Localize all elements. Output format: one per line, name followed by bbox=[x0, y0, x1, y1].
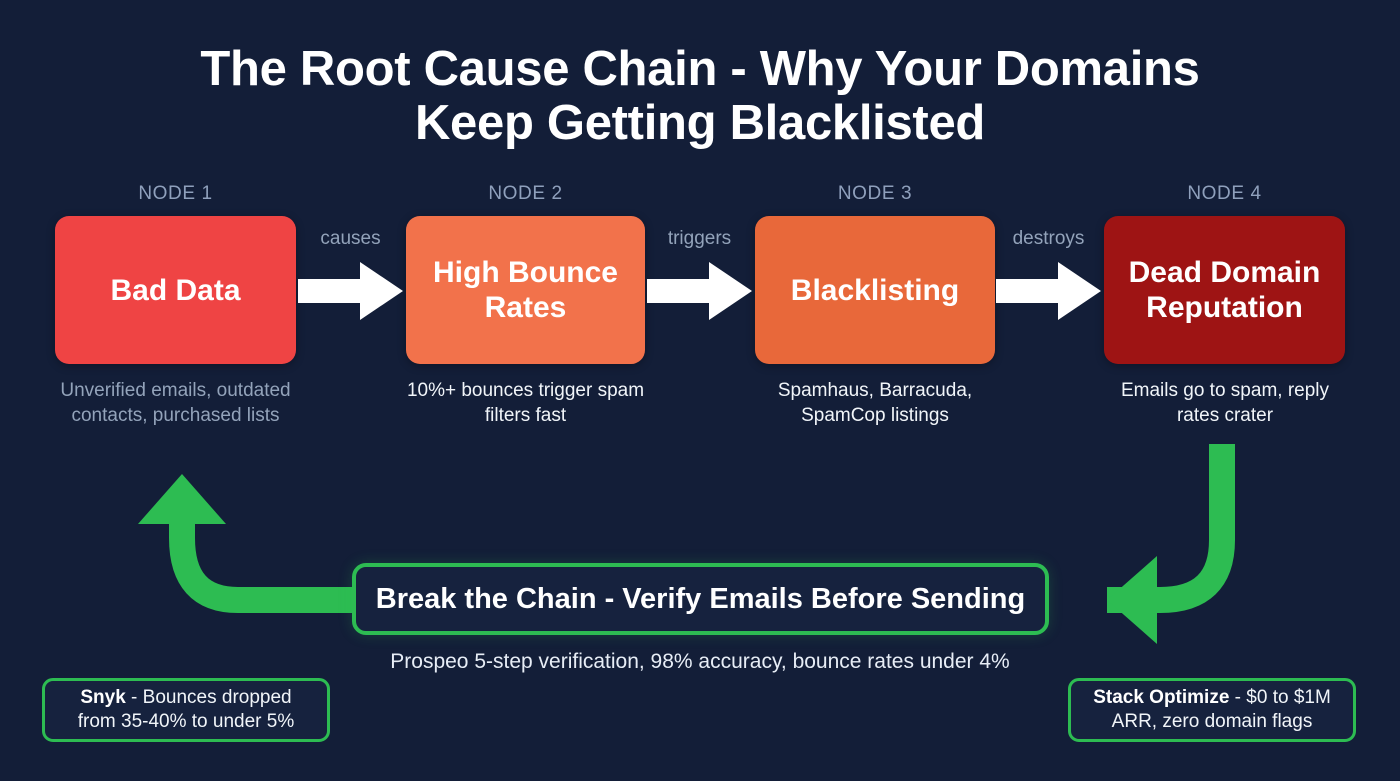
node-box-dead-reputation[interactable]: Dead Domain Reputation bbox=[1104, 216, 1345, 364]
proof-detail-stack-optimize: - $0 to $1M ARR, zero domain flags bbox=[1111, 687, 1331, 732]
proof-callout-stack-optimize[interactable]: Stack Optimize - $0 to $1M ARR, zero dom… bbox=[1068, 678, 1356, 742]
connector-2: triggers bbox=[647, 228, 752, 338]
node-label-4: NODE 4 bbox=[1187, 183, 1262, 204]
proof-callout-snyk-text: Snyk - Bounces dropped from 35-40% to un… bbox=[59, 686, 313, 734]
node-caption-4: Emails go to spam, reply rates crater bbox=[1120, 380, 1330, 426]
node-box-high-bounce[interactable]: High Bounce Rates bbox=[406, 216, 645, 364]
connector-label-1: causes bbox=[320, 228, 381, 249]
node-box-blacklisting[interactable]: Blacklisting bbox=[755, 216, 995, 364]
proof-callout-snyk[interactable]: Snyk - Bounces dropped from 35-40% to un… bbox=[42, 678, 330, 742]
cta-banner-text: Break the Chain - Verify Emails Before S… bbox=[375, 582, 1026, 615]
connector-label-3: destroys bbox=[1012, 228, 1085, 249]
node-caption-2: 10%+ bounces trigger spam filters fast bbox=[406, 380, 645, 426]
node-caption-3: Spamhaus, Barracuda, SpamCop listings bbox=[777, 380, 973, 426]
page-title-line-1: The Root Cause Chain - Why Your Domains bbox=[200, 42, 1200, 96]
proof-detail-snyk: - Bounces dropped from 35-40% to under 5… bbox=[77, 687, 295, 732]
connector-label-2: triggers bbox=[667, 228, 732, 249]
proof-callout-stack-optimize-text: Stack Optimize - $0 to $1M ARR, zero dom… bbox=[1085, 686, 1339, 734]
feedback-arrow-left-icon bbox=[138, 474, 352, 613]
proof-brand-snyk: Snyk bbox=[80, 687, 126, 708]
page-title-line-2: Keep Getting Blacklisted bbox=[414, 96, 986, 150]
node-title-3: Blacklisting bbox=[790, 273, 960, 307]
node-label-2: NODE 2 bbox=[488, 183, 563, 204]
node-box-bad-data[interactable]: Bad Data bbox=[55, 216, 296, 364]
node-caption-1: Unverified emails, outdated contacts, pu… bbox=[60, 380, 291, 426]
cta-banner[interactable]: Break the Chain - Verify Emails Before S… bbox=[352, 563, 1049, 635]
page-title: The Root Cause Chain - Why Your Domains … bbox=[0, 42, 1400, 150]
node-title-1: Bad Data bbox=[110, 273, 241, 307]
connector-1: causes bbox=[298, 228, 403, 338]
arrow-right-icon bbox=[996, 262, 1101, 320]
node-title-2: High Bounce Rates bbox=[433, 256, 618, 324]
cta-banner-subtext: Prospeo 5-step verification, 98% accurac… bbox=[390, 650, 1010, 673]
proof-brand-stack-optimize: Stack Optimize bbox=[1093, 687, 1230, 708]
node-label-1: NODE 1 bbox=[138, 183, 213, 204]
node-title-4: Dead Domain Reputation bbox=[1128, 256, 1321, 324]
node-label-3: NODE 3 bbox=[837, 183, 913, 204]
arrow-right-icon bbox=[647, 262, 752, 320]
feedback-arrow-right-icon bbox=[1107, 444, 1235, 644]
connector-3: destroys bbox=[996, 228, 1101, 338]
arrow-right-icon bbox=[298, 262, 403, 320]
